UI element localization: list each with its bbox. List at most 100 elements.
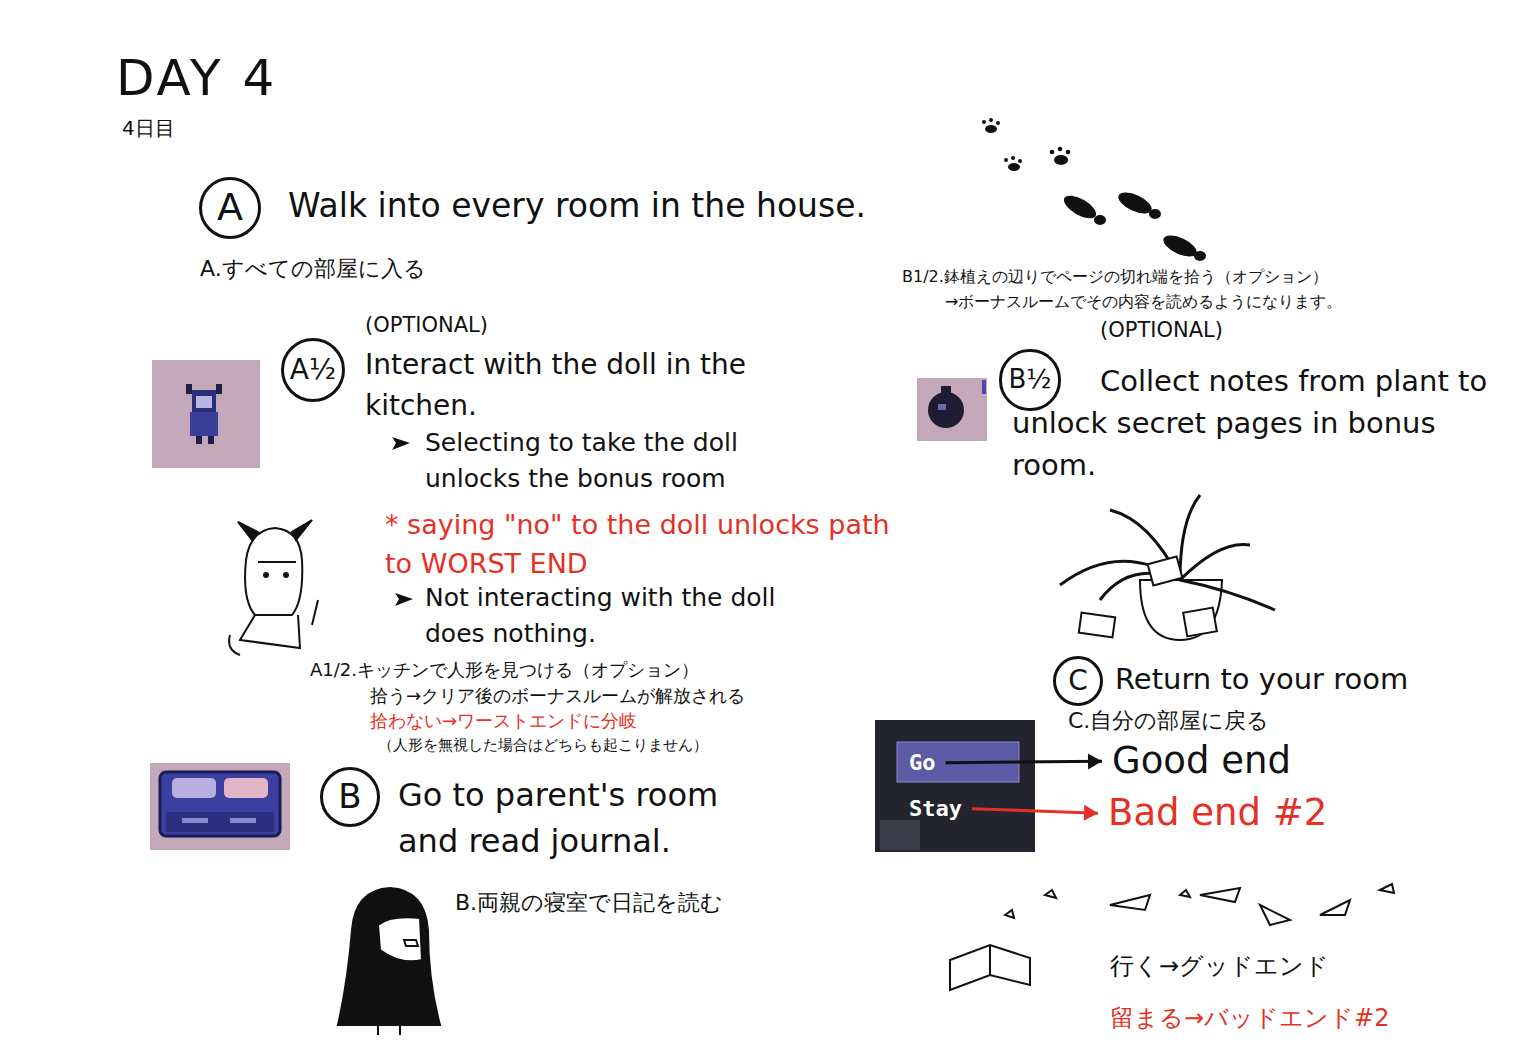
step-circle: C bbox=[1053, 656, 1103, 706]
doll-icon bbox=[152, 360, 260, 468]
step-text-jp: B.両親の寝室で日記を読む bbox=[455, 890, 723, 916]
doll-sketch bbox=[312, 600, 318, 625]
node-text: Good end bbox=[1112, 740, 1291, 783]
plant-drawing bbox=[1183, 608, 1217, 637]
bed-icon bbox=[150, 763, 290, 850]
bullet-note: Selecting to take the doll unlocks the b… bbox=[425, 425, 825, 498]
footprints bbox=[985, 125, 997, 133]
ending-result: Good end bbox=[1108, 738, 1295, 785]
footprints bbox=[1149, 209, 1161, 219]
menu-window bbox=[875, 720, 1035, 852]
plant-drawing bbox=[1148, 556, 1183, 585]
menu-window bbox=[875, 720, 1035, 852]
menu-option: Stay bbox=[905, 794, 966, 823]
footprints bbox=[989, 118, 993, 122]
note-jp: →ボーナスルームでその内容を読めるようになります。 bbox=[945, 292, 1342, 311]
step-text: Return to your room bbox=[1115, 662, 1408, 697]
book-drawing bbox=[1200, 888, 1240, 902]
book-drawing bbox=[1320, 900, 1350, 915]
footprints bbox=[982, 120, 986, 124]
footprints bbox=[1066, 150, 1071, 155]
doll-icon bbox=[186, 384, 192, 394]
girl-drawing bbox=[338, 888, 440, 1035]
doll-sketch bbox=[292, 520, 312, 540]
book-drawing bbox=[1380, 884, 1394, 893]
book-drawing bbox=[1045, 890, 1056, 898]
ending-note-jp: 行く→グッドエンド bbox=[1110, 952, 1329, 981]
footprints bbox=[1054, 155, 1068, 165]
footprints bbox=[1004, 158, 1008, 162]
footprints bbox=[982, 118, 1206, 261]
bullet-arrows bbox=[395, 593, 413, 606]
optional-tag: (OPTIONAL) bbox=[365, 313, 488, 338]
doll-icon bbox=[196, 396, 212, 408]
bed-icon bbox=[224, 778, 268, 798]
doll-sketch bbox=[245, 528, 302, 615]
doll-sketch bbox=[284, 573, 288, 577]
doll-sketch bbox=[240, 615, 300, 648]
connector bbox=[972, 809, 1098, 814]
bed-icon bbox=[166, 812, 274, 832]
book-drawing bbox=[1005, 910, 1014, 918]
note-jp: （人形を無視した場合はどちらも起こりません） bbox=[378, 736, 708, 754]
footprints bbox=[1115, 188, 1154, 218]
arrow-head bbox=[1084, 805, 1098, 821]
doll-icon bbox=[216, 384, 222, 394]
step-circle: A bbox=[199, 177, 261, 239]
step-circle: B½ bbox=[999, 349, 1060, 410]
plant-drawing bbox=[1140, 580, 1222, 640]
footprints bbox=[1050, 150, 1055, 155]
bed-icon bbox=[230, 818, 256, 823]
bag-icon bbox=[941, 386, 951, 393]
plant-drawing bbox=[1060, 495, 1275, 640]
doll-icon bbox=[152, 360, 260, 468]
footprints bbox=[1194, 251, 1206, 261]
warning-note-jp: 拾わない→ワーストエンドに分岐 bbox=[370, 710, 637, 732]
footprints bbox=[1060, 191, 1099, 223]
bed-icon bbox=[160, 772, 280, 836]
step-text: Interact with the doll in the kitchen. bbox=[365, 345, 835, 426]
book-drawing bbox=[989, 945, 991, 975]
doll-icon bbox=[208, 436, 214, 444]
doll-icon bbox=[196, 436, 202, 444]
footprints bbox=[1008, 163, 1020, 171]
step-text: Collect notes from plant to unlock secre… bbox=[1012, 360, 1502, 486]
node-text: A½ bbox=[290, 354, 336, 386]
doll-sketch bbox=[238, 522, 258, 540]
step-text-jp: C.自分の部屋に戻る bbox=[1068, 708, 1269, 734]
step-text: Walk into every room in the house. bbox=[288, 186, 866, 226]
book-drawing bbox=[1180, 890, 1190, 897]
plant-drawing bbox=[1060, 495, 1275, 610]
girl-drawing bbox=[404, 940, 418, 946]
footprints bbox=[1058, 147, 1063, 152]
step-circle: A½ bbox=[281, 338, 345, 402]
step-circle: B bbox=[320, 767, 380, 827]
doll-sketch bbox=[258, 561, 296, 563]
optional-tag: (OPTIONAL) bbox=[1100, 318, 1223, 343]
bed-icon bbox=[182, 818, 208, 823]
bullet-note: Not interacting with the doll does nothi… bbox=[425, 580, 825, 653]
book-drawing bbox=[1110, 895, 1150, 910]
bag-icon bbox=[917, 378, 987, 441]
node-text: A bbox=[217, 186, 243, 230]
book-drawing bbox=[950, 945, 1030, 990]
book-drawing bbox=[1260, 905, 1290, 925]
ending-result: Bad end #2 bbox=[1104, 790, 1331, 837]
step-text-jp: A.すべての部屋に入る bbox=[200, 256, 426, 282]
arrow-head bbox=[1088, 753, 1102, 769]
day-label-jp: 4日目 bbox=[122, 116, 175, 140]
plant-drawing bbox=[1079, 613, 1115, 638]
bag-icon bbox=[928, 392, 964, 428]
footprints bbox=[1011, 156, 1015, 160]
girl-drawing bbox=[378, 917, 422, 961]
menu-window bbox=[880, 820, 920, 850]
bed-icon bbox=[150, 763, 290, 850]
node-text: Stay bbox=[909, 796, 962, 821]
note-jp: 拾う→クリア後のボーナスルームが解放される bbox=[370, 685, 745, 707]
footprints bbox=[1160, 231, 1199, 261]
menu-option: Go bbox=[905, 748, 940, 777]
page-title: DAY 4 bbox=[116, 48, 277, 108]
step-text-jp: A1/2.キッチンで人形を見つける（オプション） bbox=[310, 659, 699, 681]
girl-drawing bbox=[378, 1025, 400, 1035]
footprints bbox=[1094, 215, 1106, 225]
